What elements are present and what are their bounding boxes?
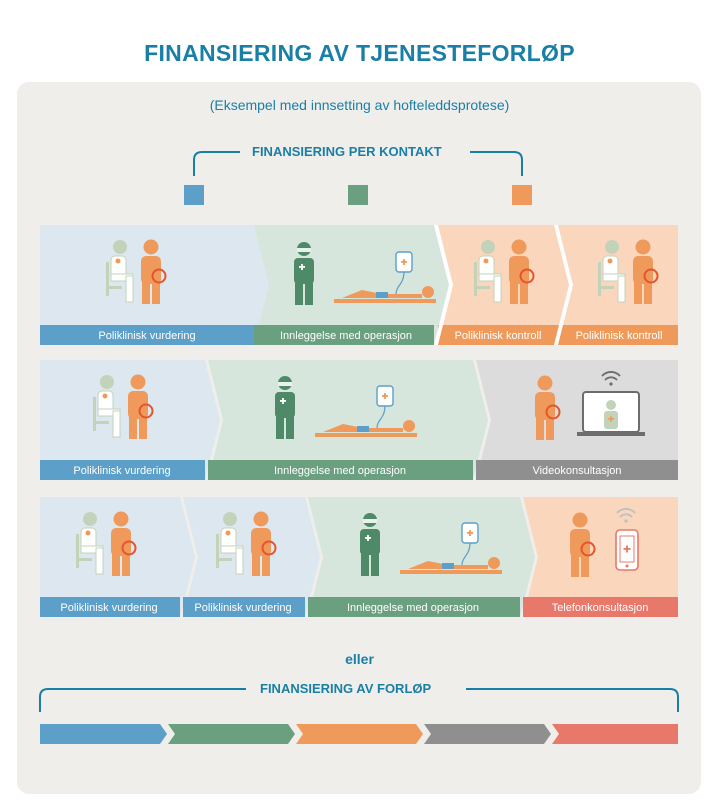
stage-row2-consult: Poliklinisk vurdering [40,360,220,480]
stage-row1-control-2: Poliklinisk kontroll [558,225,678,345]
stage-row3-consult-2: Poliklinisk vurdering [183,497,320,617]
legend-swatch-blue [184,185,204,205]
top-bracket-label: FINANSIERING PER KONTAKT [244,144,450,159]
stage-row3-phone: Telefonkonsultasjon [523,497,678,617]
stage-label: Poliklinisk vurdering [98,330,195,342]
subtitle: (Eksempel med innsetting av hofteleddspr… [209,97,510,113]
bottom-bracket-left [39,688,246,712]
stage-label: Poliklinisk kontroll [576,330,663,342]
legend-swatch-green [348,185,368,205]
stage-row3-consult-1: Poliklinisk vurdering [40,497,195,617]
row-2: Poliklinisk vurdering Innleggelse med op… [40,360,678,480]
stage-row1-consult-1: Poliklinisk vurdering [40,225,270,345]
stage-label: Poliklinisk kontroll [455,330,542,342]
arrow-gray [424,724,551,744]
bottom-bracket-right [466,688,679,712]
stage-label: Videokonsultasjon [532,465,621,477]
pathway-arrows [40,724,678,744]
stage-row1-surgery: Innleggelse med operasjon [254,225,449,345]
stage-label: Innleggelse med operasjon [280,330,412,342]
stage-label: Innleggelse med operasjon [347,602,479,614]
stage-label: Poliklinisk vurdering [194,602,291,614]
stage-row3-surgery: Innleggelse med operasjon [308,497,535,617]
row-3: Poliklinisk vurdering Poliklinisk vurder… [40,497,678,617]
top-bracket-right [470,151,523,176]
arrow-red [552,724,678,744]
stage-label: Telefonkonsultasjon [552,602,649,614]
stage-label: Poliklinisk vurdering [60,602,157,614]
stage-row1-control-1: Poliklinisk kontroll [438,225,573,345]
or-label: eller [345,651,374,667]
stage-label: Poliklinisk vurdering [73,465,170,477]
page-title: FINANSIERING AV TJENESTEFORLØP [144,40,575,66]
row-1: Poliklinisk vurdering Innleggelse med op… [40,225,678,345]
arrow-green [168,724,295,744]
arrow-blue [40,724,167,744]
stage-label: Innleggelse med operasjon [274,465,406,477]
legend-swatch-orange [512,185,532,205]
bottom-bracket-label: FINANSIERING AV FORLØP [252,681,440,696]
stage-row2-video: Videokonsultasjon [476,360,678,480]
top-bracket-left [193,151,240,176]
stage-row2-surgery: Innleggelse med operasjon [208,360,488,480]
arrow-orange [296,724,423,744]
